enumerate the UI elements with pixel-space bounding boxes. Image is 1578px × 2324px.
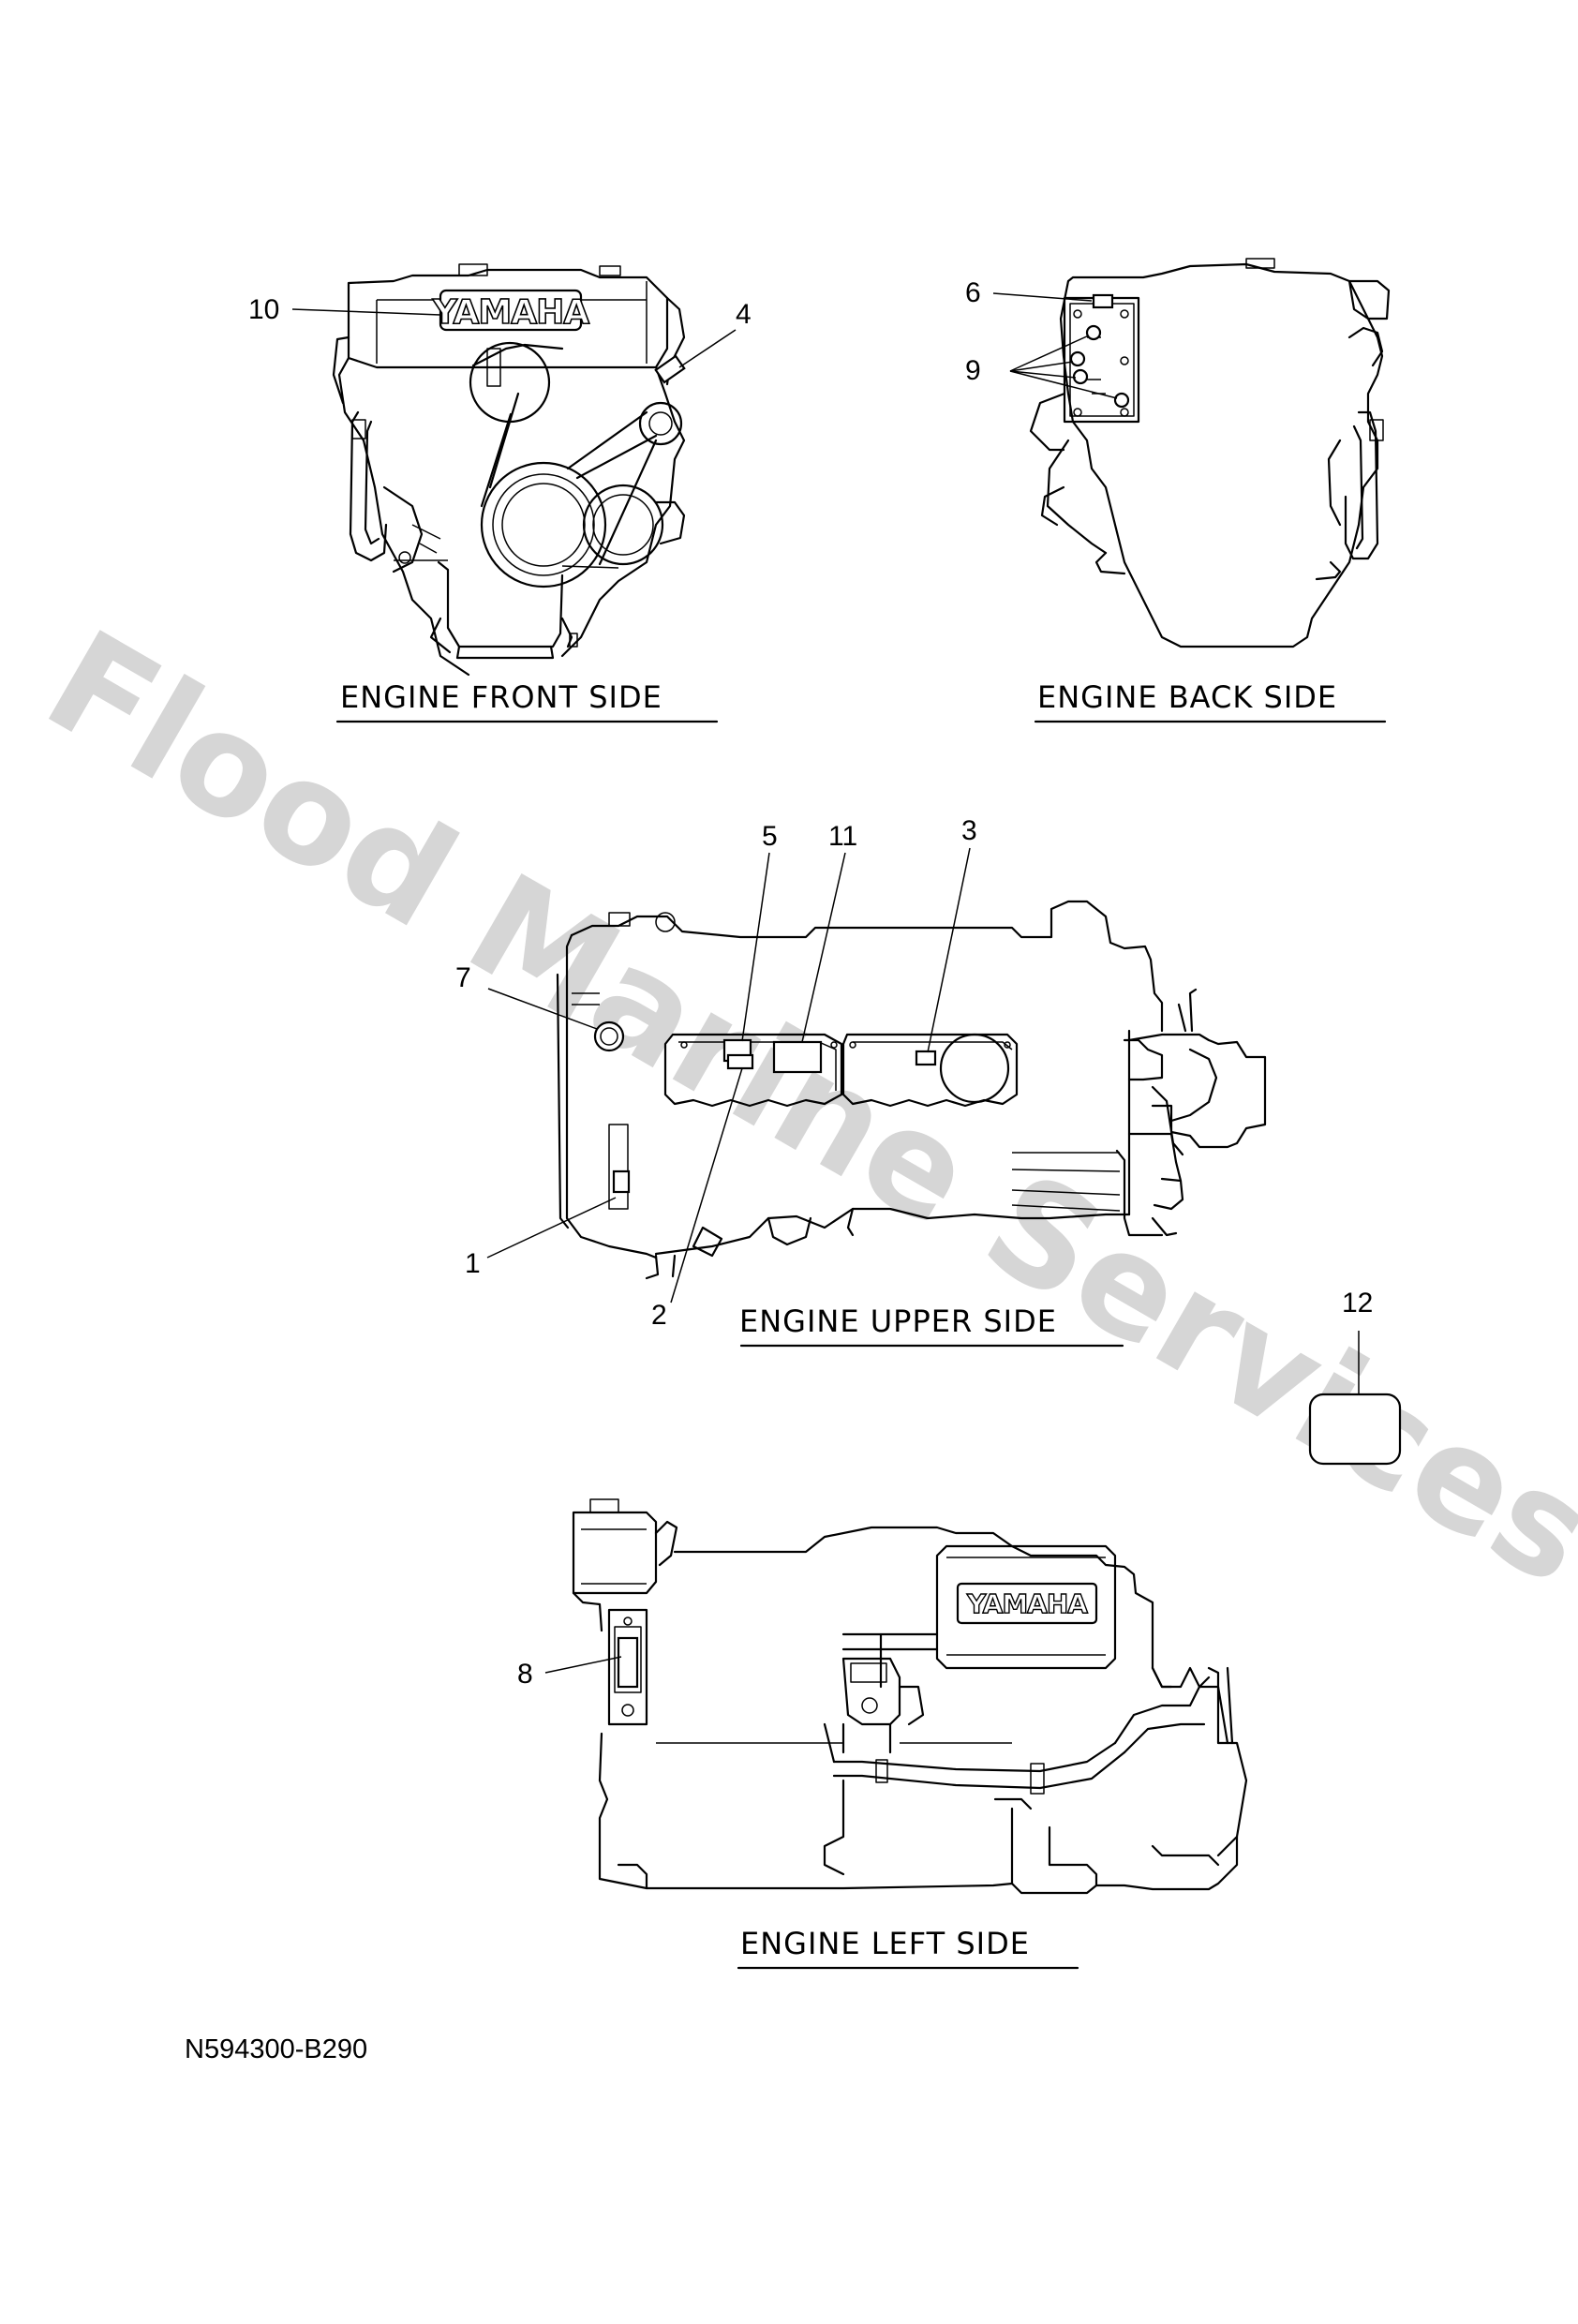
front-logo-text: YAMAHA	[432, 293, 589, 332]
left-logo-plate	[956, 1582, 1098, 1625]
leader-5	[741, 852, 770, 1042]
leader-9c	[1009, 370, 1077, 379]
leader-9d	[1009, 370, 1118, 399]
label-12-sticker	[1308, 1393, 1402, 1466]
leader-9a	[1009, 335, 1090, 372]
callout-4: 4	[736, 299, 752, 330]
front-logo-plate	[439, 289, 583, 332]
label-9-marker-b	[1069, 350, 1086, 367]
label-9-marker-a	[1085, 324, 1102, 341]
callout-11: 11	[828, 821, 857, 852]
leader-8	[544, 1656, 622, 1674]
caption-back: ENGINE BACK SIDE	[1037, 679, 1337, 715]
leader-9b	[1009, 361, 1074, 372]
engine-back-view	[1029, 258, 1391, 648]
leader-3	[927, 847, 971, 1053]
leader-10	[291, 308, 441, 316]
callout-12: 12	[1342, 1288, 1373, 1318]
caption-upper: ENGINE UPPER SIDE	[739, 1304, 1057, 1339]
callout-1: 1	[465, 1248, 481, 1279]
leader-11	[801, 852, 846, 1043]
label-1-marker	[612, 1169, 631, 1194]
callout-8: 8	[517, 1659, 533, 1690]
caption-left: ENGINE LEFT SIDE	[740, 1926, 1030, 1961]
leader-6	[992, 292, 1093, 302]
label-4-marker	[654, 354, 686, 384]
callout-7: 7	[455, 962, 471, 993]
caption-front: ENGINE FRONT SIDE	[340, 679, 662, 715]
leader-4	[678, 329, 737, 368]
callout-10: 10	[248, 294, 279, 325]
label-9-marker-d	[1113, 392, 1130, 409]
callout-3: 3	[961, 815, 977, 846]
engine-left-view: YAMAHA	[572, 1498, 1248, 1895]
label-2-marker	[726, 1053, 754, 1070]
label-8-marker	[617, 1636, 639, 1689]
engine-front-view: YAMAHA	[332, 263, 686, 677]
leader-1	[486, 1197, 617, 1259]
callout-5: 5	[762, 821, 778, 852]
callout-2: 2	[651, 1300, 667, 1331]
part-number: N594300-B290	[185, 2034, 367, 2064]
label-9-marker-c	[1072, 368, 1089, 385]
label-7-marker	[593, 1020, 625, 1052]
label-3-marker	[915, 1050, 937, 1066]
callout-6: 6	[965, 277, 981, 308]
label-11-marker	[772, 1040, 823, 1074]
leader-2	[670, 1067, 743, 1304]
engine-upper-view	[556, 900, 1267, 1280]
label-6-marker	[1092, 293, 1114, 309]
callout-9: 9	[965, 355, 981, 386]
leader-7	[487, 988, 598, 1030]
left-logo-text: YAMAHA	[966, 1588, 1088, 1619]
